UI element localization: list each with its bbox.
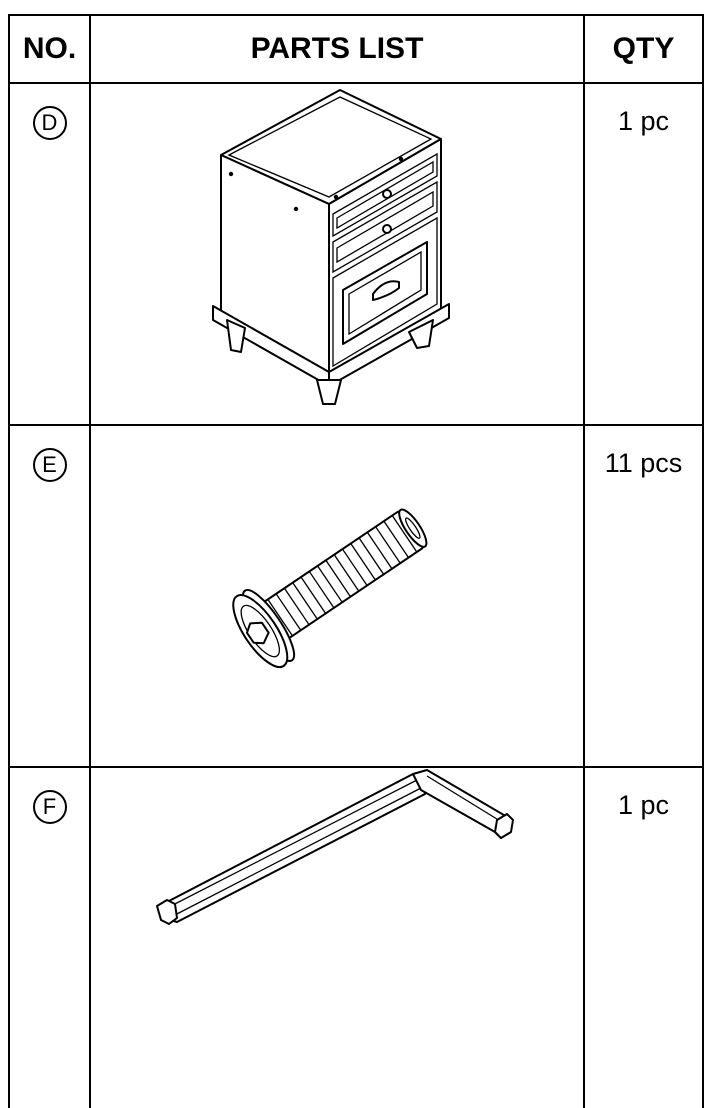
quantity-value: 1 pc <box>617 106 670 136</box>
table-row: D <box>8 82 704 426</box>
quantity-cell: 1 pc <box>583 82 704 426</box>
table-row: E <box>8 424 704 768</box>
header-no: NO. <box>8 14 91 84</box>
header-parts-list: PARTS LIST <box>89 14 585 84</box>
quantity-cell: 11 pcs <box>583 424 704 768</box>
parts-list-table: NO. PARTS LIST QTY D <box>8 14 704 1108</box>
part-letter: E <box>32 448 67 482</box>
quantity-value: 1 pc <box>617 790 670 820</box>
bolt-drawing <box>232 508 428 669</box>
part-picture-cell <box>89 82 585 426</box>
header-row: NO. PARTS LIST QTY <box>8 14 704 84</box>
part-number-cell: D <box>8 82 91 426</box>
allen-key-drawing <box>156 769 514 925</box>
header-qty: QTY <box>583 14 704 84</box>
part-letter: D <box>32 106 67 140</box>
part-picture-cell <box>89 766 585 1108</box>
quantity-value: 11 pcs <box>604 448 683 478</box>
nightstand-drawing <box>212 89 450 405</box>
part-number-cell: E <box>8 424 91 768</box>
part-picture-cell <box>89 424 585 768</box>
table-row: F 1 pc <box>8 766 704 1108</box>
part-letter: F <box>32 790 67 824</box>
quantity-cell: 1 pc <box>583 766 704 1108</box>
part-number-cell: F <box>8 766 91 1108</box>
